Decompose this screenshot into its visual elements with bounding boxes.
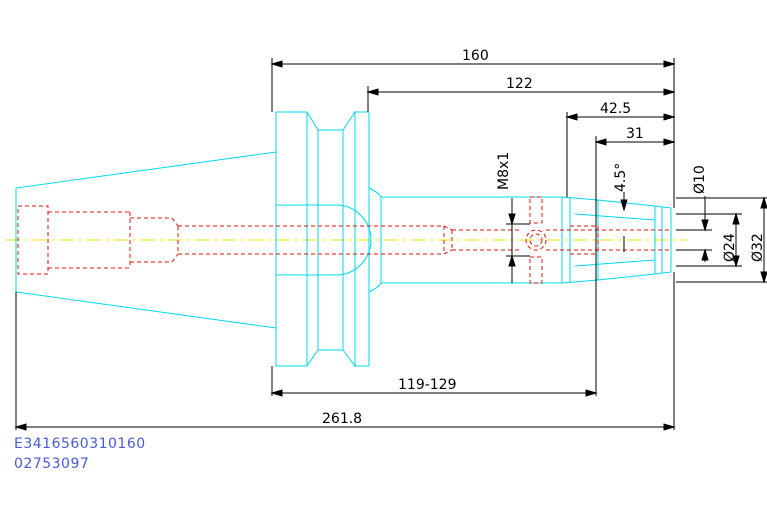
dim-42-5: 42.5 (600, 101, 631, 117)
dim-160: 160 (462, 48, 489, 64)
hidden-lines (17, 196, 672, 284)
dim-dia-10: Ø10 (692, 165, 708, 194)
dim-31: 31 (626, 126, 644, 142)
order-number: 02753097 (14, 456, 90, 472)
dim-thread: M8x1 (496, 152, 512, 190)
dim-dia-32: Ø32 (750, 233, 766, 262)
dim-dia-24: Ø24 (722, 233, 738, 262)
dimension-lines (14, 58, 767, 431)
article-number: E3416560310160 (14, 436, 146, 452)
dim-angle: 4.5° (613, 163, 629, 192)
holder-outline (15, 110, 672, 368)
dim-122: 122 (506, 76, 533, 92)
dim-261-8: 261.8 (322, 411, 362, 427)
dim-119-129: 119-129 (398, 377, 457, 393)
